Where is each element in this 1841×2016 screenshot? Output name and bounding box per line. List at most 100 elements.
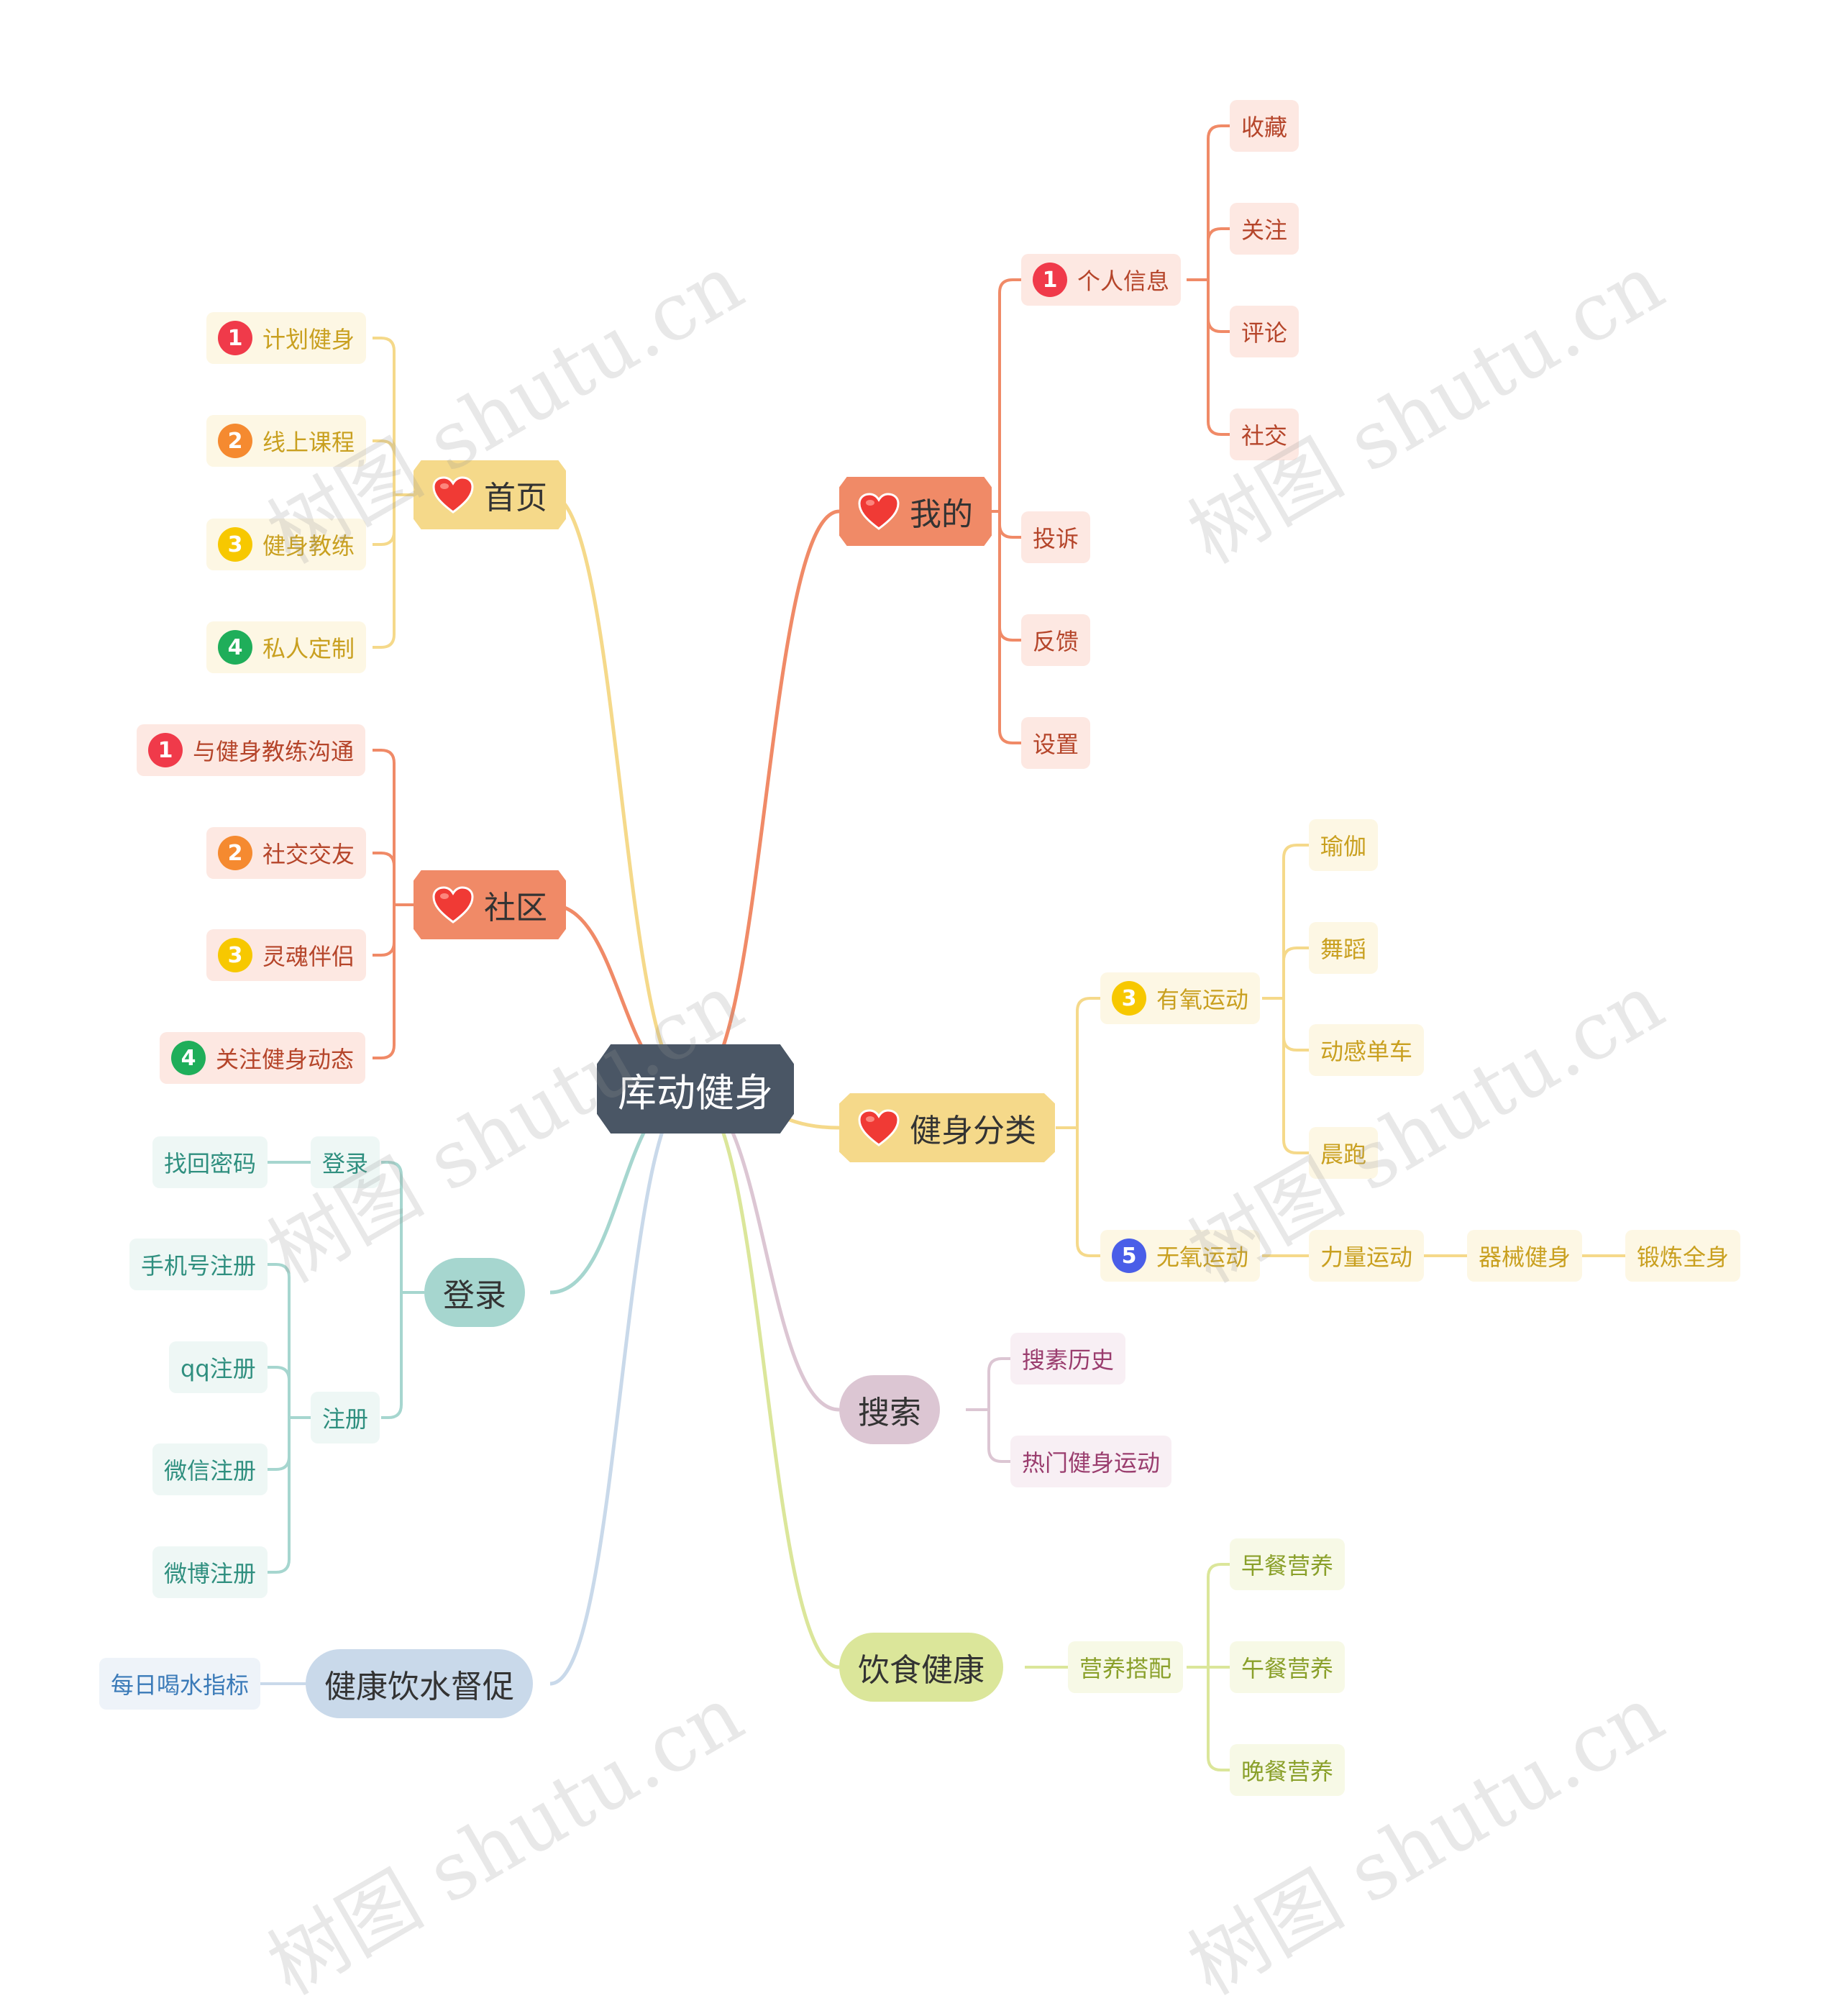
branch-community[interactable]: 社区 <box>414 870 566 939</box>
connector <box>1282 947 1309 998</box>
anaerobic-strength[interactable]: 力量运动 <box>1309 1230 1425 1282</box>
branch-category[interactable]: 健身分类 <box>839 1093 1055 1162</box>
node-label: 器械健身 <box>1479 1244 1571 1271</box>
connector <box>373 495 396 649</box>
connector <box>987 1357 1010 1410</box>
node-label: 投诉 <box>1033 525 1079 552</box>
number-badge: 3 <box>218 527 252 562</box>
search-item[interactable]: 热门健身运动 <box>1010 1436 1172 1487</box>
mine-item[interactable]: 投诉 <box>1021 511 1091 563</box>
number-badge: 3 <box>218 938 252 972</box>
login-find-password[interactable]: 找回密码 <box>152 1136 268 1188</box>
node-label: 瑜伽 <box>1320 833 1367 860</box>
personal-info-item[interactable]: 收藏 <box>1230 100 1299 152</box>
node-label: 反馈 <box>1033 628 1079 655</box>
branch-login[interactable]: 登录 <box>424 1258 525 1327</box>
branch-diet[interactable]: 饮食健康 <box>839 1633 1003 1702</box>
node-label: 热门健身运动 <box>1022 1449 1161 1477</box>
personal-info-item[interactable]: 社交 <box>1230 409 1299 460</box>
heart-icon <box>432 476 474 514</box>
water-item[interactable]: 每日喝水指标 <box>99 1658 261 1710</box>
node-label: 库动健身 <box>618 1069 773 1116</box>
branch-mine[interactable]: 我的 <box>839 477 992 546</box>
aerobic-item[interactable]: 舞蹈 <box>1309 922 1379 974</box>
community-item[interactable]: 3 灵魂伴侣 <box>206 929 367 981</box>
node-label: 注册 <box>322 1405 369 1433</box>
anaerobic-equipment[interactable]: 器械健身 <box>1467 1230 1583 1282</box>
diet-nutrition[interactable]: 营养搭配 <box>1068 1641 1184 1693</box>
number-badge: 1 <box>218 321 252 355</box>
node-label: 首页 <box>484 480 547 516</box>
login-sub-login[interactable]: 登录 <box>311 1136 380 1188</box>
meal-item[interactable]: 早餐营养 <box>1230 1538 1346 1590</box>
node-label: 社区 <box>484 890 547 926</box>
node-label: 我的 <box>910 496 973 533</box>
node-label: 晚餐营养 <box>1241 1758 1334 1785</box>
connector <box>1207 280 1230 436</box>
node-label: 搜素历史 <box>1022 1346 1115 1374</box>
personal-info-item[interactable]: 关注 <box>1230 203 1299 255</box>
search-item[interactable]: 搜素历史 <box>1010 1333 1126 1385</box>
node-label: 登录 <box>443 1277 506 1314</box>
node-label: 私人定制 <box>262 635 355 662</box>
node-label: 舞蹈 <box>1320 936 1367 963</box>
node-label: 微信注册 <box>164 1457 257 1484</box>
personal-info-item[interactable]: 评论 <box>1230 306 1299 357</box>
connector <box>373 495 396 546</box>
node-label: 灵魂伴侣 <box>262 943 355 970</box>
mine-item[interactable]: 反馈 <box>1021 614 1091 666</box>
aerobic-item[interactable]: 动感单车 <box>1309 1024 1425 1076</box>
node-label: 找回密码 <box>164 1150 257 1177</box>
root-node[interactable]: 库动健身 <box>597 1044 794 1134</box>
node-label: 评论 <box>1241 319 1288 347</box>
connector <box>691 1087 840 1412</box>
number-badge: 2 <box>218 836 252 870</box>
anaerobic-fullbody[interactable]: 锻炼全身 <box>1625 1230 1741 1282</box>
connector <box>691 509 840 1092</box>
connector <box>373 749 396 905</box>
meal-item[interactable]: 午餐营养 <box>1230 1641 1346 1693</box>
aerobic-item[interactable]: 晨跑 <box>1309 1127 1379 1179</box>
connector <box>268 1263 291 1418</box>
register-item[interactable]: qq注册 <box>169 1341 268 1393</box>
register-item[interactable]: 微信注册 <box>152 1443 268 1495</box>
register-item[interactable]: 手机号注册 <box>129 1239 268 1290</box>
connector <box>549 1087 693 1686</box>
connector <box>1282 998 1309 1154</box>
meal-item[interactable]: 晚餐营养 <box>1230 1744 1346 1796</box>
register-item[interactable]: 微博注册 <box>152 1546 268 1598</box>
connector <box>381 1292 403 1419</box>
connector <box>1282 844 1309 998</box>
number-badge: 2 <box>218 424 252 458</box>
connector <box>998 511 1021 642</box>
aerobic-item[interactable]: 瑜伽 <box>1309 819 1379 871</box>
connector <box>268 1418 291 1574</box>
connector <box>691 1087 840 1669</box>
branch-search[interactable]: 搜索 <box>839 1375 940 1444</box>
number-badge: 5 <box>1112 1239 1146 1273</box>
node-label: 力量运动 <box>1320 1244 1413 1271</box>
node-label: 个人信息 <box>1077 268 1170 295</box>
connector <box>373 337 396 495</box>
connector <box>1207 280 1230 333</box>
branch-home[interactable]: 首页 <box>414 460 566 529</box>
node-label: 搜索 <box>858 1395 921 1431</box>
login-sub-register[interactable]: 注册 <box>311 1392 380 1443</box>
connector <box>1207 1563 1230 1667</box>
branch-water[interactable]: 健康饮水督促 <box>306 1649 533 1718</box>
node-label: 每日喝水指标 <box>111 1671 250 1699</box>
mine-item[interactable]: 设置 <box>1021 717 1091 769</box>
node-label: 锻炼全身 <box>1637 1244 1730 1271</box>
node-label: 早餐营养 <box>1241 1552 1334 1579</box>
